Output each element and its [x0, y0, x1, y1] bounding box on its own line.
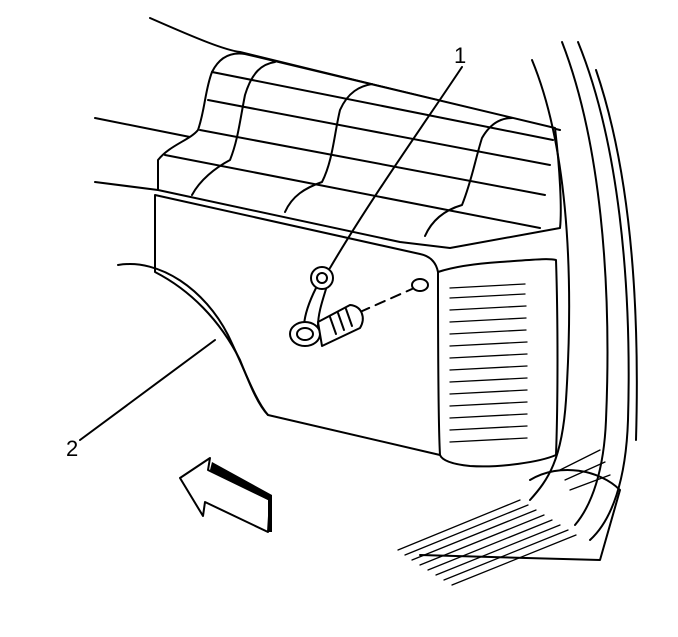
wheel-well-curve	[117, 263, 269, 416]
roof-edge-line	[149, 17, 561, 131]
upper-bolster-trim	[157, 52, 562, 249]
grille-panel-outline	[437, 258, 559, 468]
callout-label-1: 1	[454, 43, 467, 68]
pillar-curve-3	[577, 41, 630, 541]
bolster-stripe-4	[211, 71, 554, 141]
pillar-curve-2	[561, 41, 609, 526]
pillar-curve-4	[595, 69, 638, 441]
bolster-stripe-3	[207, 99, 551, 166]
callout-label-2: 2	[66, 436, 79, 461]
forward-direction-arrow-icon	[179, 457, 272, 533]
bolster-stripe-1	[164, 154, 541, 229]
sill-ridges	[397, 449, 611, 586]
speaker-grille	[449, 283, 528, 443]
bolster-seam-1	[191, 61, 276, 196]
sill-plate-outline	[419, 469, 621, 561]
bg-line-upper	[94, 117, 206, 141]
leader-line-1	[329, 66, 463, 269]
bolster-stripe-2	[199, 129, 546, 196]
bg-line-lower	[94, 181, 159, 191]
bolster-seam-3	[424, 117, 513, 237]
alignment-dash-line	[359, 288, 413, 313]
power-outlet-icon	[289, 266, 364, 347]
mounting-hole	[411, 278, 429, 292]
bolster-seam-2	[284, 83, 373, 213]
leader-line-2	[79, 339, 216, 441]
